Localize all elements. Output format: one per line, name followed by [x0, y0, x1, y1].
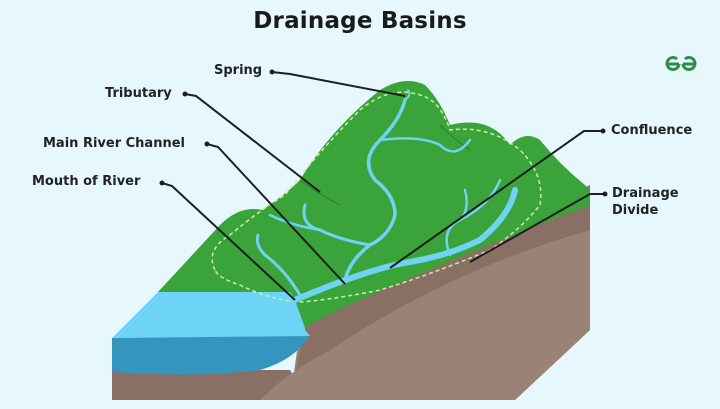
- label-spring: Spring: [214, 63, 263, 78]
- river-network: [255, 89, 518, 303]
- leader-lines: [161, 71, 605, 301]
- leader-dots: [159, 69, 608, 197]
- label-confluence: Confluence: [611, 123, 693, 138]
- soil-layers: [112, 185, 590, 400]
- green-terrain: [158, 81, 590, 328]
- drainage-divide-dashed: [211, 91, 542, 303]
- lake-water: [112, 292, 310, 375]
- label-mouth-of-river: Mouth of River: [32, 174, 141, 189]
- diagram-title: Drainage Basins: [253, 8, 467, 34]
- label-main-river-channel: Main River Channel: [43, 136, 185, 151]
- label-tributary: Tributary: [105, 86, 172, 101]
- geeksforgeeks-logo-icon: [665, 56, 697, 71]
- label-drainage-divide-line2: Divide: [612, 203, 659, 218]
- label-drainage-divide-line1: Drainage: [612, 186, 679, 201]
